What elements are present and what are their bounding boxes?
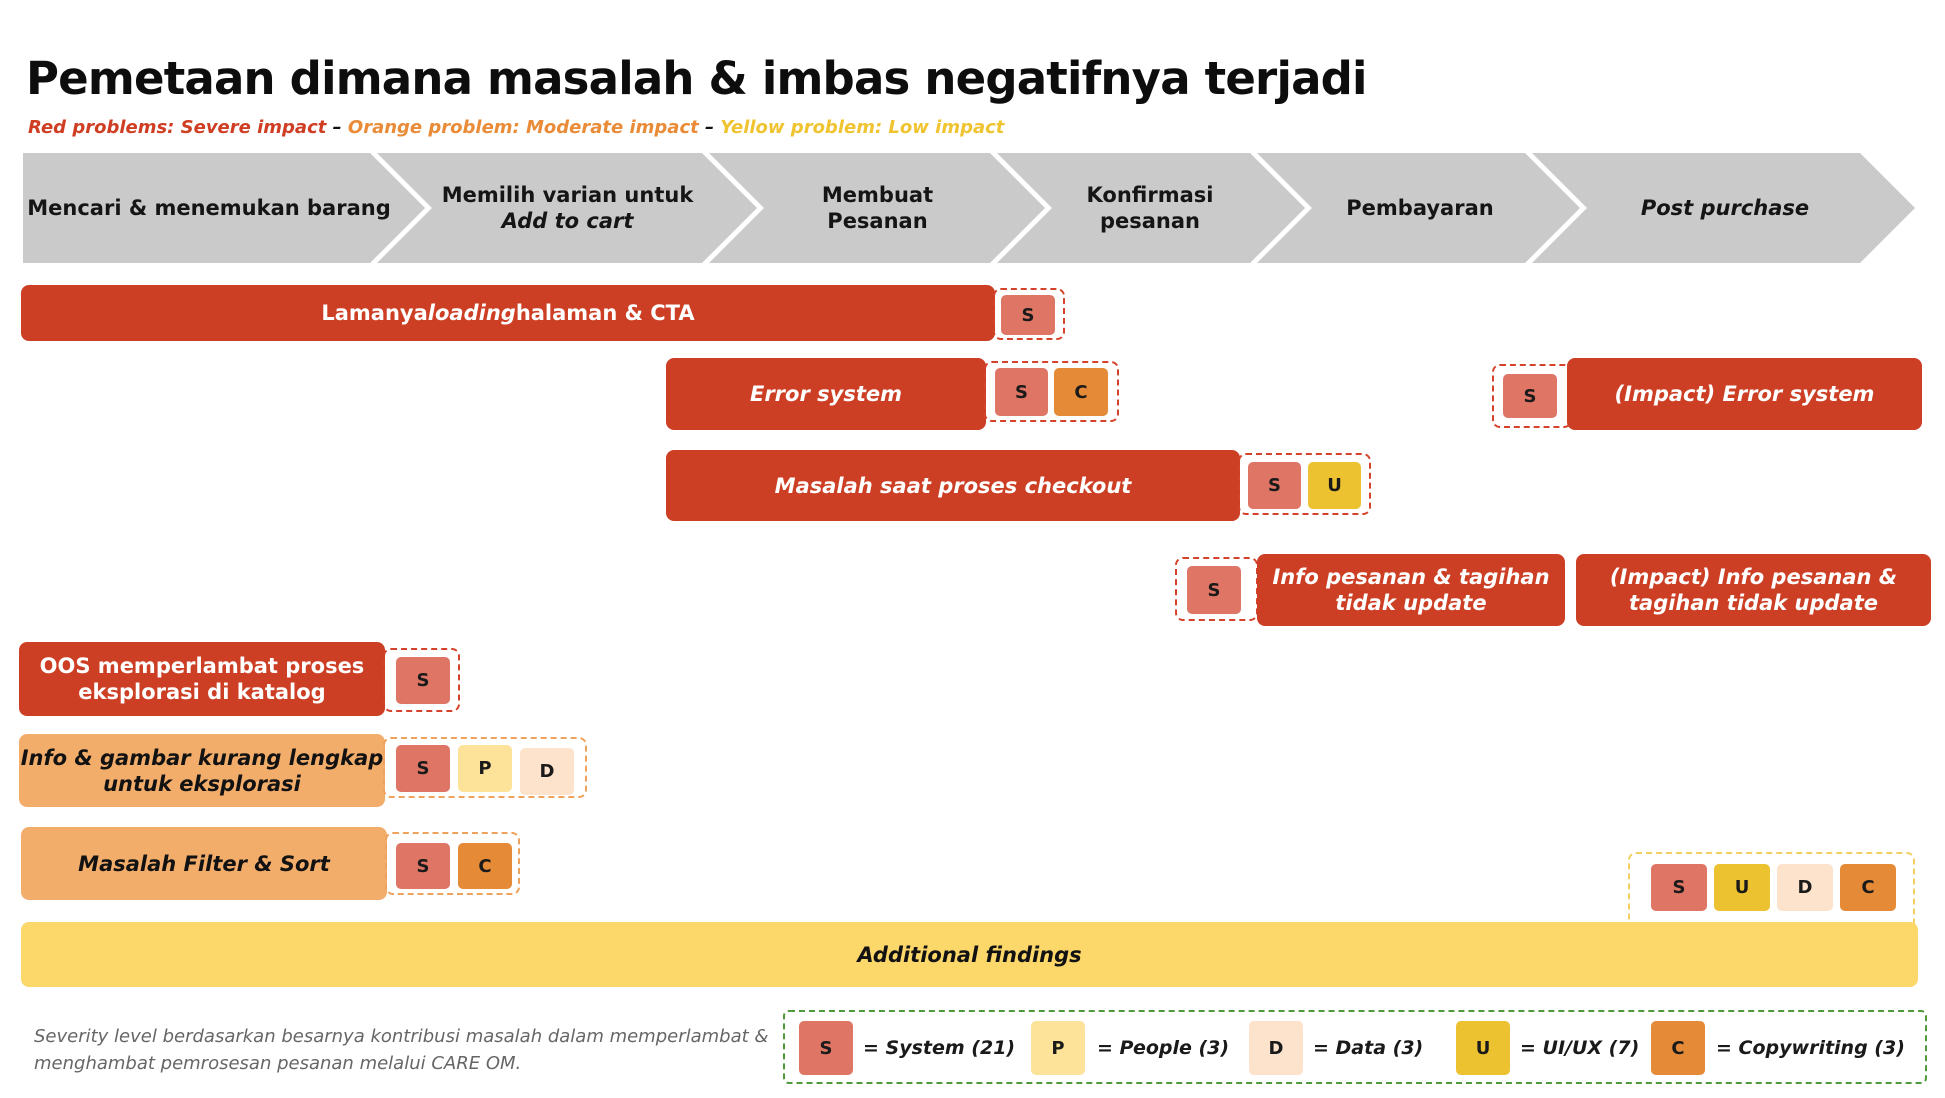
tag-group-error-system (984, 361, 1119, 422)
legend-tag-copywriting: C (1651, 1021, 1705, 1075)
problem-bar-checkout: Masalah saat proses checkout (666, 450, 1240, 521)
legend-tag-uiux: U (1456, 1021, 1510, 1075)
tag-group-info-gambar (383, 737, 587, 798)
stage-chevron-5 (1257, 153, 1580, 263)
tag-data: D (1777, 864, 1833, 911)
tag-uiux: U (1308, 462, 1361, 509)
legend-label-uiux: = UI/UX (7) (1520, 1037, 1640, 1059)
tag-system: S (1187, 566, 1241, 614)
stage-chevrons (23, 153, 1915, 263)
tag-group-loading (993, 288, 1065, 340)
stage-label-search: Mencari & menemukan barang (27, 195, 391, 220)
stage-chevron-1 (23, 153, 425, 263)
tag-system: S (995, 368, 1048, 416)
legend-label-system: = System (21) (863, 1037, 1016, 1059)
tag-system: S (1651, 864, 1707, 911)
tag-data: D (520, 748, 574, 795)
stage-chevron-6 (1532, 153, 1915, 263)
problem-bar-impact-info-pesanan: (Impact) Info pesanan &tagihan tidak upd… (1576, 554, 1931, 626)
stage-chevron-2 (377, 153, 757, 263)
tag-uiux: U (1714, 864, 1770, 911)
severity-key: Red problems: Severe impact – Orange pro… (28, 117, 1004, 138)
severity-key-separator: – (698, 117, 721, 138)
severity-key-yellow: Yellow problem: Low impact (720, 117, 1005, 138)
problem-bar-loading: Lamanya loading halaman & CTA (21, 285, 995, 341)
legend-tag-people: P (1031, 1021, 1085, 1075)
stage-label-post-purchase: Post purchase (1640, 195, 1810, 220)
tag-system: S (396, 657, 450, 704)
severity-key-red: Red problems: Severe impact (28, 117, 327, 138)
tag-copywriting: C (458, 843, 512, 889)
tag-copywriting: C (1840, 864, 1896, 911)
journey-stages: Mencari & menemukan barang Memilih varia… (0, 150, 1945, 265)
tag-group-checkout (1238, 453, 1371, 515)
stage-label-payment: Pembayaran (1346, 195, 1494, 220)
tag-system: S (1001, 295, 1055, 335)
tag-system: S (396, 843, 450, 889)
tag-group-oos (383, 648, 460, 712)
severity-footnote: Severity level berdasarkan besarnya kont… (34, 1026, 769, 1074)
tag-legend (783, 1010, 1927, 1084)
tag-system: S (396, 745, 450, 792)
stage-chevron-3 (709, 153, 1045, 263)
legend-label-people: = People (3) (1097, 1037, 1230, 1059)
tag-system: S (1248, 462, 1301, 509)
tag-copywriting: C (1054, 368, 1108, 416)
severity-key-orange: Orange problem: Moderate impact (347, 117, 699, 138)
tag-people: P (458, 745, 512, 792)
problem-bar-additional-findings: Additional findings (21, 922, 1918, 987)
page-title: Pemetaan dimana masalah & imbas negatifn… (26, 52, 1367, 105)
problem-bar-impact-error-system: (Impact) Error system (1567, 358, 1922, 430)
tag-group-additional (1628, 852, 1915, 930)
stage-chevron-4 (997, 153, 1305, 263)
tag-group-filter-sort (385, 832, 520, 895)
severity-key-separator: – (326, 117, 348, 138)
legend-label-data: = Data (3) (1313, 1037, 1424, 1059)
legend-tag-data: D (1249, 1021, 1303, 1075)
tag-system: S (1503, 374, 1557, 418)
problem-bar-error-system: Error system (666, 358, 986, 430)
problem-bar-filter-sort: Masalah Filter & Sort (21, 827, 387, 900)
legend-label-copywriting: = Copywriting (3) (1716, 1037, 1905, 1059)
legend-tag-system: S (799, 1021, 853, 1075)
